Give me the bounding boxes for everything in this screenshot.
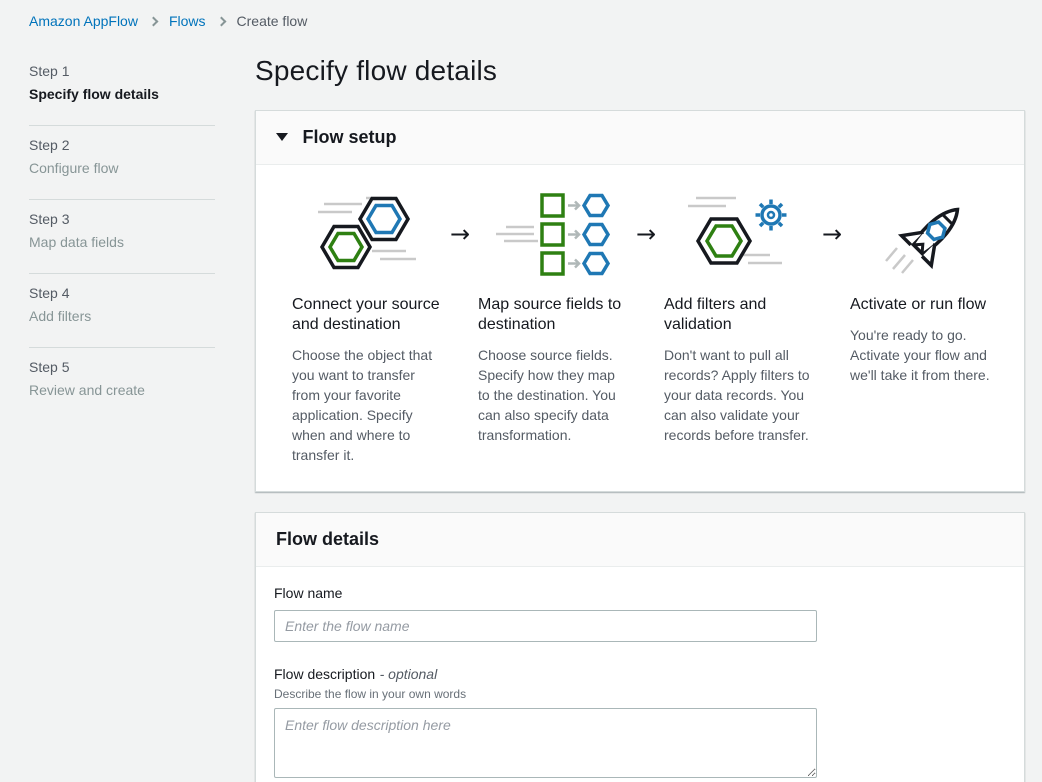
step-number: Step 3 [29,211,70,227]
step-label: Map data fields [29,234,124,250]
triangle-down-icon[interactable] [276,133,288,141]
setup-step-heading: Map source fields to destination [478,296,622,333]
flow-name-label: Flow name [274,585,343,601]
sidebar-item-step3[interactable]: Step 3 Map data fields [29,200,215,274]
step-label: Specify flow details [29,86,159,102]
setup-step-activate: Activate or run flow You're ready to go.… [850,189,1000,465]
sidebar-item-step2[interactable]: Step 2 Configure flow [29,126,215,200]
step-number: Step 5 [29,359,70,375]
breadcrumb-link-flows[interactable]: Flows [168,13,206,29]
flow-details-body: Flow name Flow description - optional De… [256,567,1024,782]
step-number: Step 4 [29,285,70,301]
setup-step-map: Map source fields to destination Choose … [478,189,628,465]
flow-name-field-group: Flow name [274,585,1004,642]
flow-description-hint: Describe the flow in your own words [274,687,467,701]
main-content: Specify flow details Flow setup [255,40,1025,782]
step-label: Add filters [29,308,92,324]
setup-step-body: Don't want to pull all records? Apply fi… [664,347,810,443]
flow-setup-header[interactable]: Flow setup [256,111,1024,165]
flow-setup-title: Flow setup [302,127,397,147]
flow-description-optional-label: - optional [379,666,438,682]
setup-step-heading: Activate or run flow [850,296,987,313]
flow-setup-panel: Flow setup [255,110,1025,492]
flow-description-textarea[interactable] [274,708,817,778]
rocket-icon [850,189,1000,279]
right-arrow-icon: → [635,220,657,248]
page-title: Specify flow details [255,55,498,86]
map-fields-icon [478,189,628,279]
setup-step-heading: Add filters and validation [664,296,767,333]
setup-step-heading: Connect your source and destination [292,296,440,333]
breadcrumb-chevron-icon [148,16,159,26]
flow-details-panel: Flow details Flow name Flow description … [255,512,1025,782]
setup-step-body: You're ready to go. Activate your flow a… [850,327,990,383]
flow-description-field-group: Flow description - optional Describe the… [274,666,1004,778]
step-label: Configure flow [29,160,119,176]
sidebar-item-step4[interactable]: Step 4 Add filters [29,274,215,348]
wizard-steps-sidebar: Step 1 Specify flow details Step 2 Confi… [29,40,215,421]
setup-step-body: Choose the object that you want to trans… [292,347,433,463]
step-number: Step 1 [29,63,70,79]
right-arrow-icon: → [449,220,471,248]
setup-step-filters: Add filters and validation Don't want to… [664,189,814,465]
breadcrumb-current: Create flow [236,13,308,29]
step-number: Step 2 [29,137,70,153]
breadcrumb-chevron-icon [216,16,226,26]
sidebar-item-step5[interactable]: Step 5 Review and create [29,348,215,421]
connect-hexagons-icon [292,189,442,279]
setup-step-connect: Connect your source and destination Choo… [292,189,442,465]
flow-setup-body: Connect your source and destination Choo… [256,165,1024,491]
breadcrumb: Amazon AppFlow Flows Create flow [0,0,1042,40]
flow-details-title: Flow details [276,529,380,549]
flow-details-header: Flow details [256,513,1024,567]
flow-description-label: Flow description [274,666,376,682]
breadcrumb-link-appflow[interactable]: Amazon AppFlow [29,13,138,29]
flow-name-input[interactable] [274,610,817,642]
filters-gear-icon [664,189,814,279]
right-arrow-icon: → [821,220,843,248]
setup-step-body: Choose source fields. Specify how they m… [478,347,616,443]
sidebar-item-step1[interactable]: Step 1 Specify flow details [29,52,215,126]
step-label: Review and create [29,382,145,398]
